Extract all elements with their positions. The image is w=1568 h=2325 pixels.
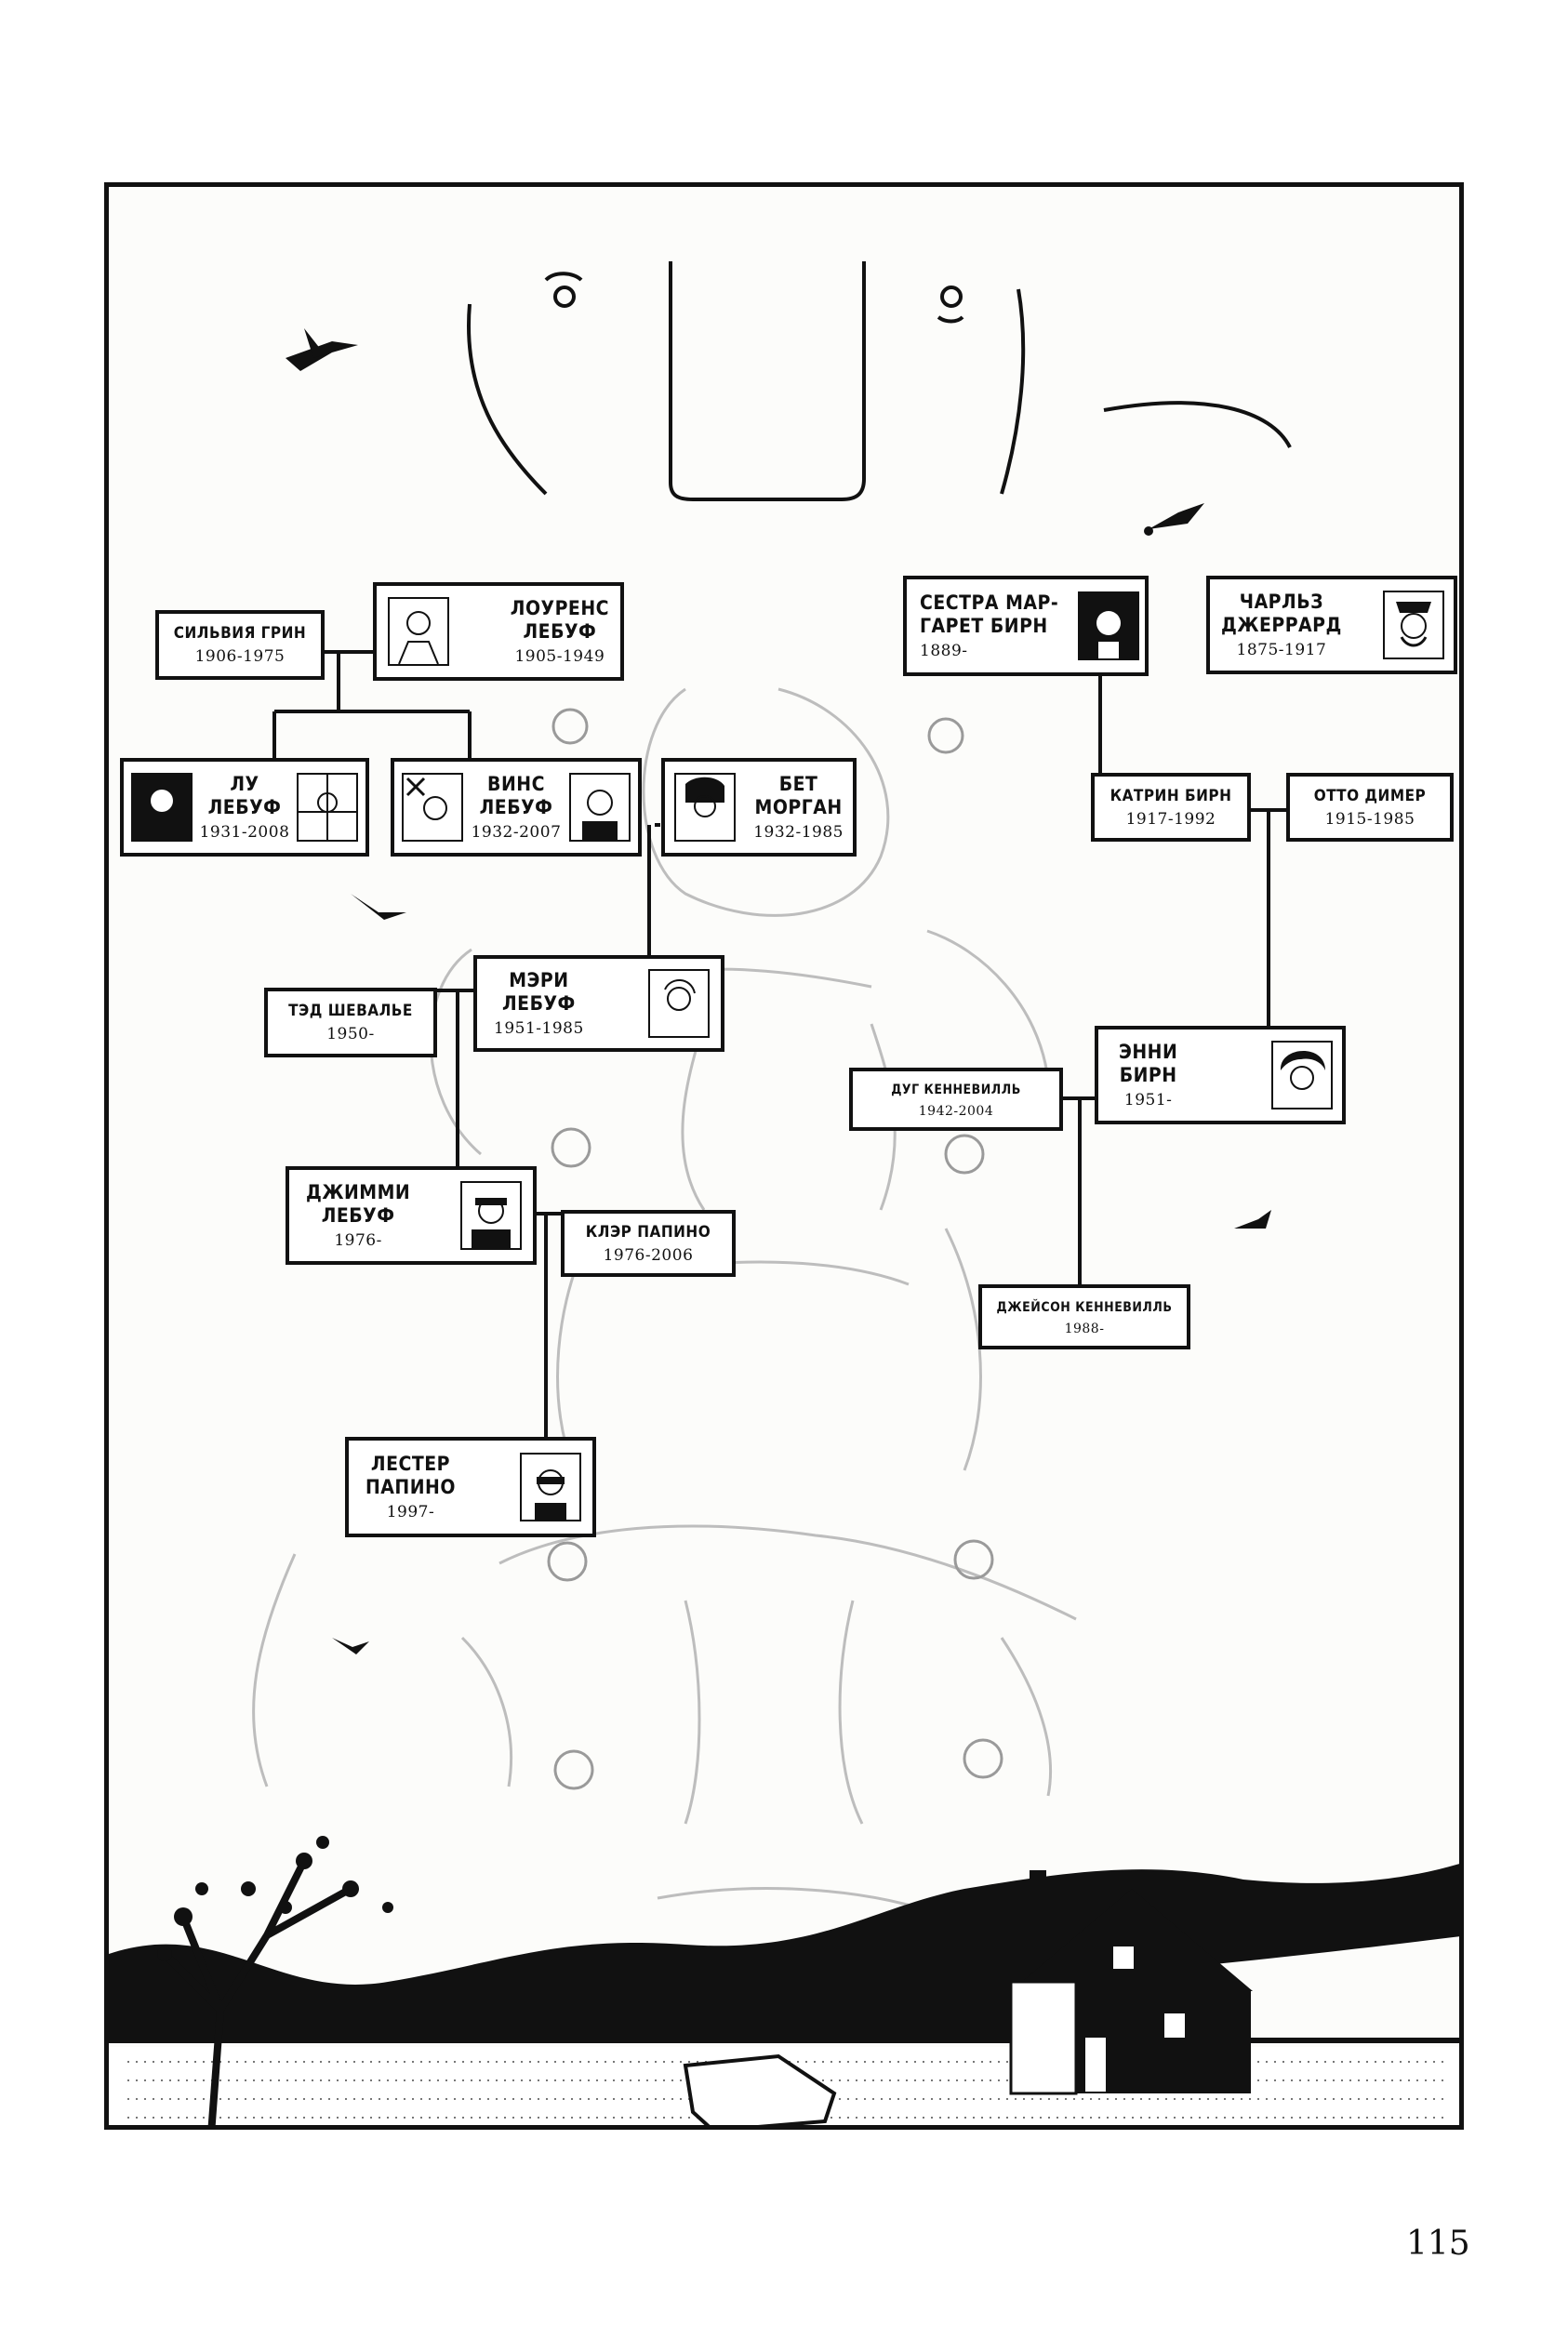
node-annie-byrne: ЭННИ БИРН 1951- — [1095, 1026, 1346, 1124]
person-years: 1997- — [386, 1503, 435, 1521]
node-katrin-byrne: КАТРИН БИРН 1917-1992 — [1091, 773, 1251, 842]
person-years: 1932-2007 — [471, 823, 562, 842]
node-otto-dimer: ОТТО ДИМЕР 1915-1985 — [1286, 773, 1454, 842]
node-ted-chevalier: ТЭД ШЕВАЛЬЕ 1950- — [264, 988, 437, 1057]
node-mary-lebeuf: МЭРИ ЛЕБУФ 1951-1985 — [473, 955, 724, 1052]
person-years: 1950- — [326, 1025, 375, 1043]
person-name: МЭРИ ЛЕБУФ — [501, 969, 576, 1015]
node-lester-papineau: ЛЕСТЕР ПАПИНО 1997- — [345, 1437, 596, 1537]
node-lou-lebeuf: ЛУ ЛЕБУФ 1931-2008 — [120, 758, 369, 857]
person-name: ЧАРЛЬЗ ДЖЕРРАРД — [1221, 591, 1342, 636]
person-name: ОТТО ДИМЕР — [1313, 786, 1427, 805]
person-years: 1976-2006 — [603, 1245, 694, 1265]
page-number: 115 — [1406, 2225, 1470, 2263]
portrait-icon — [388, 597, 449, 666]
person-name: ДУГ КЕННЕВИЛЛЬ — [891, 1082, 1021, 1097]
portrait-icon — [131, 773, 193, 842]
person-name: ЭННИ БИРН — [1119, 1041, 1178, 1086]
portrait-icon — [1271, 1041, 1333, 1109]
person-years: 1906-1975 — [194, 647, 286, 666]
person-name: ВИНС ЛЕБУФ — [479, 773, 553, 818]
node-charles-gerrard: ЧАРЛЬЗ ДЖЕРРАРД 1875-1917 — [1206, 576, 1457, 674]
person-name: СИЛЬВИЯ ГРИН — [173, 624, 307, 643]
node-doug-kenneville: ДУГ КЕННЕВИЛЛЬ 1942-2004 — [849, 1068, 1063, 1131]
portrait-icon — [1078, 591, 1139, 660]
person-years: 1875-1917 — [1236, 641, 1327, 659]
person-years: 1905-1949 — [514, 647, 605, 666]
person-years: 1915-1985 — [1324, 809, 1415, 829]
person-name: КЛЭР ПАПИНО — [585, 1222, 711, 1242]
comic-panel: СИЛЬВИЯ ГРИН 1906-1975 ЛОУРЕНС ЛЕБУФ 1905-… — [104, 182, 1464, 2130]
node-claire-papineau: КЛЭР ПАПИНО 1976-2006 — [561, 1210, 736, 1277]
person-name: ЛУ ЛЕБУФ — [207, 773, 282, 818]
person-years: 1988- — [1064, 1321, 1105, 1336]
person-name: КАТРИН БИРН — [1110, 786, 1232, 805]
person-years: 1931-2008 — [199, 823, 290, 842]
node-margaret-byrne: СЕСТРА МАР- ГАРЕТ БИРН 1889- — [903, 576, 1149, 676]
portrait-icon — [674, 773, 736, 842]
portrait-icon — [1383, 591, 1444, 659]
portrait-icon — [520, 1453, 581, 1521]
person-years: 1932-1985 — [753, 823, 844, 842]
node-lawrence-lebeuf: ЛОУРЕНС ЛЕБУФ 1905-1949 — [373, 582, 624, 681]
person-years: 1976- — [334, 1231, 382, 1250]
person-years: 1951- — [1123, 1091, 1173, 1109]
person-years: 1889- — [920, 642, 968, 660]
person-years: 1917-1992 — [1125, 809, 1216, 829]
person-years: 1951-1985 — [494, 1019, 584, 1038]
node-jason-kenneville: ДЖЕЙСОН КЕННЕВИЛЛЬ 1988- — [978, 1284, 1190, 1349]
person-name: ЛЕСТЕР ПАПИНО — [365, 1453, 456, 1498]
portrait-icon — [460, 1181, 522, 1250]
node-vince-lebeuf: ВИНС ЛЕБУФ 1932-2007 — [391, 758, 642, 857]
person-name: БЕТ МОРГАН — [754, 773, 843, 818]
node-beth-morgan: БЕТ МОРГАН 1932-1985 — [661, 758, 857, 857]
node-jimmy-lebeuf: ДЖИММИ ЛЕБУФ 1976- — [286, 1166, 537, 1265]
person-years: 1942-2004 — [918, 1103, 994, 1119]
person-name: ТЭД ШЕВАЛЬЕ — [288, 1002, 413, 1020]
portrait-icon — [402, 773, 463, 842]
person-name: СЕСТРА МАР- ГАРЕТ БИРН — [920, 591, 1059, 637]
crossed-portrait-icon — [297, 773, 358, 842]
portrait-icon — [648, 969, 710, 1038]
person-name: ДЖИММИ ЛЕБУФ — [306, 1181, 411, 1227]
portrait-icon — [569, 773, 631, 842]
person-name: ДЖЕЙСОН КЕННЕВИЛЛЬ — [996, 1299, 1173, 1315]
background-illustration — [109, 261, 1459, 2125]
node-sylvia-green: СИЛЬВИЯ ГРИН 1906-1975 — [155, 610, 325, 680]
person-name: ЛОУРЕНС ЛЕБУФ — [510, 597, 609, 643]
